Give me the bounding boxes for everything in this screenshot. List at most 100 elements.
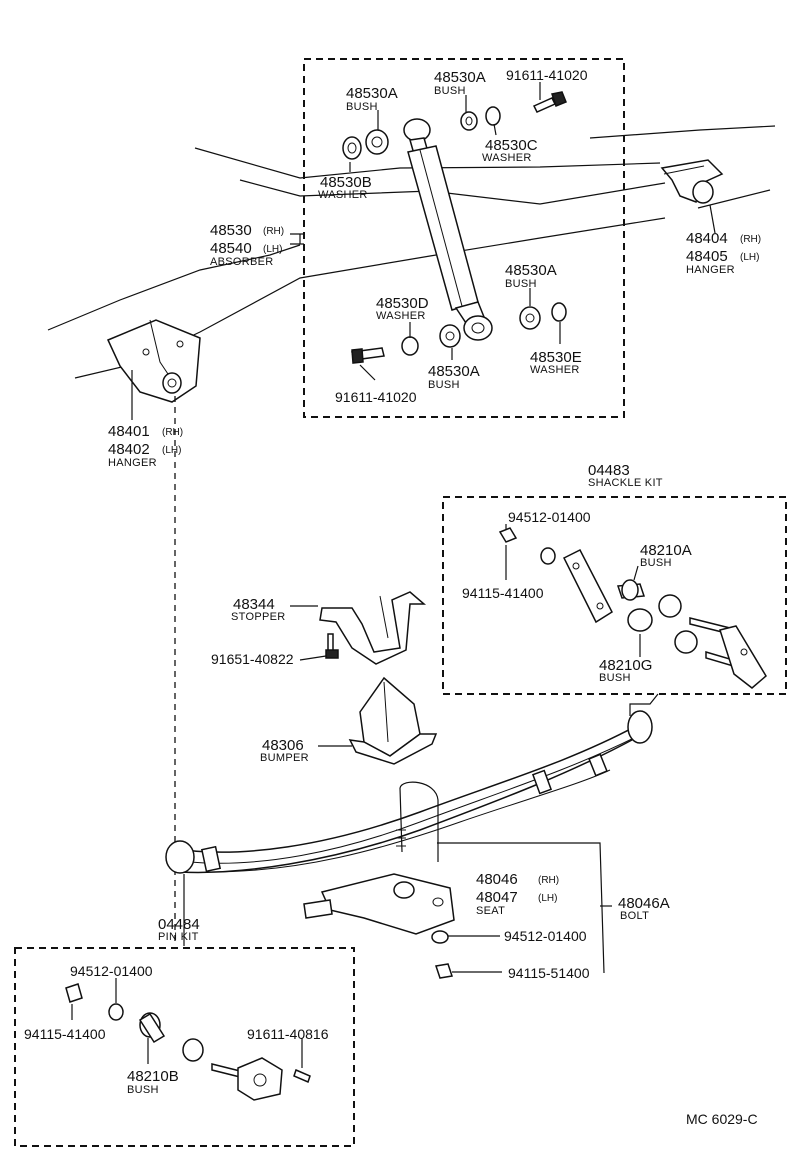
- lh-suffix: (LH): [162, 445, 181, 456]
- label-48046a-bolt: 48046A BOLT: [618, 895, 670, 922]
- part-number: 48210B: [127, 1068, 179, 1085]
- part-number: 48530D: [376, 295, 429, 312]
- part-name: BUSH: [640, 557, 672, 569]
- part-name: BUMPER: [260, 752, 309, 764]
- rh-suffix: (RH): [162, 427, 183, 438]
- part-number: 48530A: [428, 363, 480, 380]
- part-name: PIN KIT: [158, 931, 199, 943]
- shackle-kit-box: [442, 496, 787, 695]
- hanger-front: [106, 319, 201, 403]
- shock-absorber: [403, 118, 493, 341]
- label-48530c-washer: 48530C WASHER: [482, 137, 538, 164]
- part-name: BUSH: [434, 85, 466, 97]
- label-48210g-bush: 48210G BUSH: [599, 657, 652, 684]
- part-name: HANGER: [686, 264, 735, 276]
- spring-seat: [303, 873, 455, 935]
- label-hanger-48401: 48401 (RH) 48402 (LH) HANGER: [108, 423, 183, 469]
- part-number: 04483: [588, 462, 630, 479]
- part-number: 48530B: [320, 174, 372, 191]
- rh-suffix: (RH): [538, 875, 559, 886]
- part-number-lh: 48047: [476, 889, 518, 906]
- part-number-rh: 48401: [108, 423, 150, 440]
- part-number: 48530A: [346, 85, 398, 102]
- label-91611-40816: 91611-40816: [247, 1026, 329, 1042]
- shackle-kit-parts: [498, 527, 767, 689]
- label-48530d-washer: 48530D WASHER: [376, 295, 429, 322]
- part-number: 48530A: [505, 262, 557, 279]
- label-48210a-bush: 48210A BUSH: [640, 542, 692, 569]
- part-name: BUSH: [599, 672, 631, 684]
- part-name: BUSH: [346, 101, 378, 113]
- part-number-rh: 48530: [210, 222, 252, 239]
- part-name: BUSH: [505, 278, 537, 290]
- part-number-lh: 48540: [210, 240, 252, 257]
- label-91611-41020-top: 91611-41020: [506, 67, 588, 83]
- u-bolt: [396, 781, 439, 862]
- part-name: BOLT: [620, 910, 649, 922]
- label-91611-41020-bottom: 91611-41020: [335, 389, 417, 405]
- part-name: WASHER: [376, 310, 426, 322]
- part-name: WASHER: [482, 152, 532, 164]
- rh-suffix: (RH): [740, 234, 761, 245]
- part-name: BUSH: [428, 379, 460, 391]
- label-stopper: 48344 STOPPER: [231, 596, 285, 623]
- part-number: 48210A: [640, 542, 692, 559]
- part-number-lh: 48402: [108, 441, 150, 458]
- label-91651-40822: 91651-40822: [211, 651, 294, 667]
- leader-lines: [71, 82, 716, 1068]
- part-name: WASHER: [318, 189, 368, 201]
- seat-washer-nut: [431, 930, 453, 979]
- label-bumper: 48306 BUMPER: [260, 737, 309, 764]
- upper-mount-hardware: [342, 91, 567, 160]
- lower-mount-hardware: [351, 302, 567, 364]
- part-number-lh: 48405: [686, 248, 728, 265]
- label-94512-01400-bottom: 94512-01400: [70, 963, 153, 979]
- label-48210b-bush: 48210B BUSH: [127, 1068, 179, 1096]
- label-absorber: 48530 (RH) 48540 (LH) ABSORBER: [210, 222, 284, 268]
- part-number: 48530A: [434, 69, 486, 86]
- part-name: ABSORBER: [210, 256, 274, 268]
- part-name: SEAT: [476, 905, 505, 917]
- label-48530a-bush-3: 48530A BUSH: [505, 262, 557, 290]
- label-pin-kit: 04484 PIN KIT: [158, 916, 200, 943]
- rh-suffix: (RH): [263, 226, 284, 237]
- lh-suffix: (LH): [740, 252, 759, 263]
- label-94115-41400-bottom: 94115-41400: [24, 1026, 106, 1042]
- label-94115-51400: 94115-51400: [508, 965, 590, 981]
- figure-code: MC 6029-C: [686, 1111, 758, 1127]
- part-name: BUSH: [127, 1084, 159, 1096]
- label-hanger-48404: 48404 (RH) 48405 (LH) HANGER: [686, 230, 761, 276]
- pin-kit-box: [14, 947, 355, 1147]
- part-number-rh: 48404: [686, 230, 728, 247]
- pin-kit-parts: [65, 983, 311, 1101]
- lh-suffix: (LH): [538, 893, 557, 904]
- part-number: 48344: [233, 596, 275, 613]
- stopper-bolt: [325, 633, 339, 659]
- absorber-group-box: [303, 58, 625, 418]
- part-number: 48306: [262, 737, 304, 754]
- bumper: [348, 676, 438, 765]
- stopper-bracket: [319, 591, 427, 665]
- label-94512-01400-mid: 94512-01400: [504, 928, 587, 944]
- label-94512-01400-top: 94512-01400: [508, 509, 591, 525]
- part-name: WASHER: [530, 364, 580, 376]
- part-number: 04484: [158, 916, 200, 933]
- label-48530b-washer: 48530B WASHER: [318, 174, 372, 201]
- part-number-rh: 48046: [476, 871, 518, 888]
- part-name: SHACKLE KIT: [588, 477, 663, 489]
- label-48530e-washer: 48530E WASHER: [530, 349, 582, 376]
- part-number: 48210G: [599, 657, 652, 674]
- leaf-spring: [165, 710, 653, 874]
- part-number: 48530E: [530, 349, 582, 366]
- label-48530a-bush-2: 48530A BUSH: [434, 69, 486, 97]
- lh-suffix: (LH): [263, 244, 282, 255]
- label-48530a-bush-4: 48530A BUSH: [428, 363, 480, 391]
- label-94115-41400-top: 94115-41400: [462, 585, 544, 601]
- part-number: 48530C: [485, 137, 538, 154]
- part-name: STOPPER: [231, 611, 285, 623]
- label-48530a-bush-1: 48530A BUSH: [346, 85, 398, 113]
- label-shackle-kit: 04483 SHACKLE KIT: [588, 462, 663, 489]
- hanger-rear: [660, 159, 724, 204]
